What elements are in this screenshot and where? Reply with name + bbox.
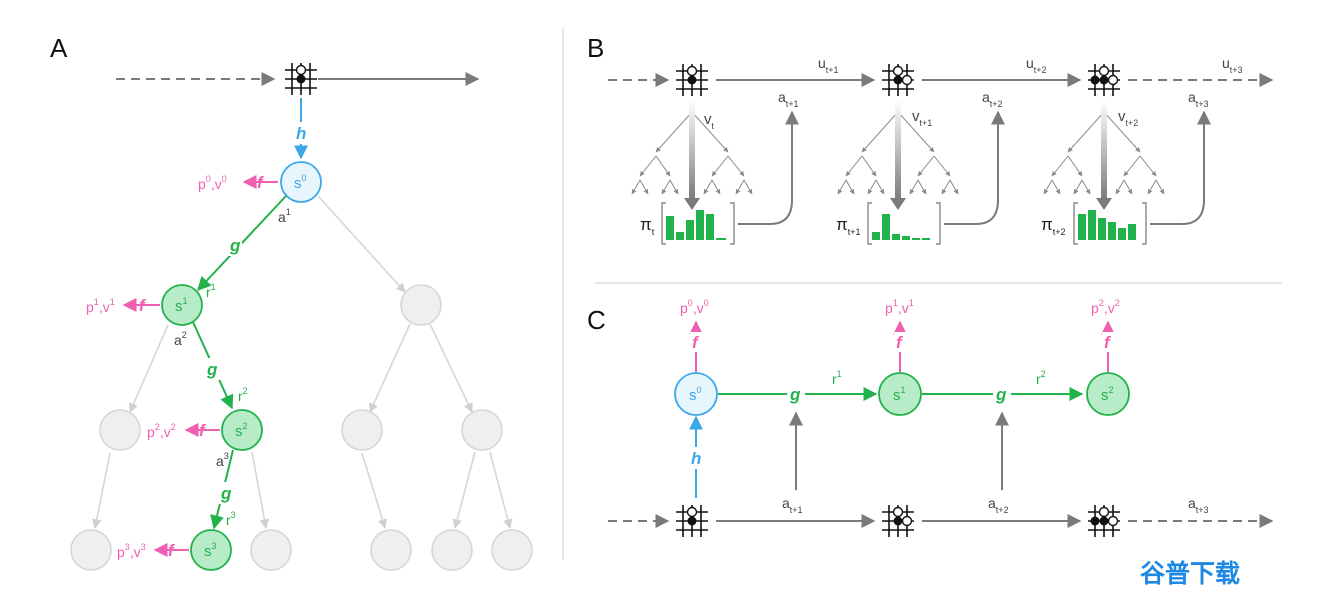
f-label: f xyxy=(896,333,904,352)
policy-value-label: p1,v1 xyxy=(885,298,914,316)
state-node-s2 xyxy=(1086,372,1130,416)
state-label: s1 xyxy=(175,296,188,315)
state-label: s2 xyxy=(235,421,248,440)
value-label: vt+2 xyxy=(1118,108,1138,128)
panel-label-c: C xyxy=(587,305,606,335)
policy-distribution xyxy=(661,202,735,245)
tree-node xyxy=(461,409,503,451)
go-board-icon xyxy=(1087,63,1121,97)
policy-value-label: p1,v1 xyxy=(86,297,115,315)
policy-value-label: p0,v0 xyxy=(680,298,709,316)
h-label: h xyxy=(296,124,306,143)
f-label: f xyxy=(168,541,176,560)
state-node-s0 xyxy=(280,161,322,203)
reward-label: ut+1 xyxy=(818,55,839,75)
value-label: vt xyxy=(704,111,715,131)
state-node-s1 xyxy=(161,284,203,326)
f-label: f xyxy=(1104,333,1112,352)
action-selection-arrow xyxy=(1150,110,1211,225)
go-board-icon xyxy=(284,62,318,96)
reward-label: r2 xyxy=(1036,369,1046,387)
policy-label: πt xyxy=(640,215,655,237)
h-label: h xyxy=(691,449,701,468)
tree-node xyxy=(341,409,383,451)
search-tree xyxy=(631,111,753,195)
go-board-icon xyxy=(675,504,709,538)
action-selection-arrow xyxy=(944,110,1005,225)
policy-value-label: p0,v0 xyxy=(198,174,227,192)
panel-label-a: A xyxy=(50,33,68,63)
action-label: at+1 xyxy=(782,495,803,515)
panel-label-b: B xyxy=(587,33,604,63)
state-node-s1 xyxy=(878,372,922,416)
action-selection-arrow xyxy=(738,110,799,225)
state-label: s1 xyxy=(893,385,906,404)
tree-node xyxy=(370,529,412,571)
go-board-icon xyxy=(881,504,915,538)
search-output-arrow xyxy=(684,100,700,210)
reward-label: ut+2 xyxy=(1026,55,1047,75)
reward-label: r1 xyxy=(832,369,842,387)
policy-value-label: p2,v2 xyxy=(1091,298,1120,316)
state-label: s2 xyxy=(1101,385,1114,404)
state-label: s0 xyxy=(294,173,307,192)
tree-node xyxy=(99,409,141,451)
f-label: f xyxy=(139,296,147,315)
f-label: f xyxy=(199,421,207,440)
go-board-icon xyxy=(1087,504,1121,538)
tree-node xyxy=(491,529,533,571)
reward-label: r1 xyxy=(206,282,216,300)
reward-label: ut+3 xyxy=(1222,55,1243,75)
action-label: at+2 xyxy=(982,89,1003,109)
policy-label: πt+2 xyxy=(1041,215,1066,237)
action-label: at+3 xyxy=(1188,495,1209,515)
tree-node xyxy=(70,529,112,571)
policy-distribution xyxy=(867,202,941,245)
search-output-arrow xyxy=(1096,100,1112,210)
state-node-s3 xyxy=(190,529,232,571)
action-label: a1 xyxy=(278,207,291,225)
f-label: f xyxy=(692,333,700,352)
action-label: at+3 xyxy=(1188,89,1209,109)
search-tree xyxy=(837,111,959,195)
tree-node xyxy=(250,529,292,571)
action-label: a2 xyxy=(174,330,187,348)
go-board-icon xyxy=(881,63,915,97)
reward-label: r2 xyxy=(238,386,248,404)
action-label: a3 xyxy=(216,451,229,469)
policy-value-label: p3,v3 xyxy=(117,542,146,560)
g-label: g xyxy=(995,385,1007,404)
value-label: vt+1 xyxy=(912,108,932,128)
action-label: at+2 xyxy=(988,495,1009,515)
tree-node xyxy=(400,284,442,326)
state-label: s3 xyxy=(204,541,217,560)
g-label: g xyxy=(220,484,232,503)
state-node-s2 xyxy=(221,409,263,451)
policy-distribution xyxy=(1073,202,1147,245)
policy-label: πt+1 xyxy=(836,215,861,237)
g-label: g xyxy=(229,236,241,255)
state-node-s0 xyxy=(674,372,718,416)
g-label: g xyxy=(789,385,801,404)
panel-b: ut+1 ut+2 ut+3 xyxy=(608,55,1274,245)
reward-label: r3 xyxy=(226,510,236,528)
g-label: g xyxy=(206,360,218,379)
panel-a: h g xyxy=(70,62,533,571)
tree-node xyxy=(431,529,473,571)
panel-c: at+1 at+2 at+3 h g g r1 r2 s0 s1 s2 f p0… xyxy=(608,298,1274,538)
action-label: at+1 xyxy=(778,89,799,109)
search-output-arrow xyxy=(890,100,906,210)
watermark-text: 谷普下载 xyxy=(1140,559,1240,588)
policy-value-label: p2,v2 xyxy=(147,422,176,440)
search-tree xyxy=(1043,111,1165,195)
f-label: f xyxy=(257,173,265,192)
go-board-icon xyxy=(675,63,709,97)
state-label: s0 xyxy=(689,385,702,404)
